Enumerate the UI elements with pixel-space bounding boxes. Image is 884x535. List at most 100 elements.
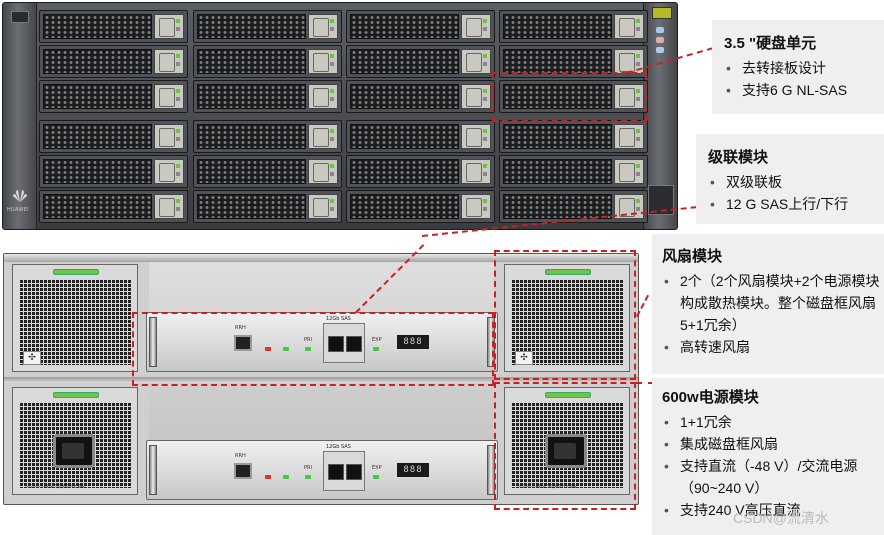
drive-handle[interactable] (461, 49, 491, 74)
drive-handle[interactable] (154, 84, 184, 109)
drive-activity-led (636, 199, 640, 203)
alarm-indicator-icon (265, 347, 271, 351)
drive-fault-led (636, 207, 640, 211)
drive-activity-led (176, 199, 180, 203)
drive-handle[interactable] (308, 49, 338, 74)
pri-label: PRI (304, 465, 312, 471)
drive-handle[interactable] (154, 159, 184, 184)
fan-pull-tab (53, 269, 99, 275)
drive-activity-led (176, 54, 180, 58)
drive-bay[interactable] (39, 45, 188, 78)
drive-mesh (43, 159, 152, 184)
callout-title: 风扇模块 (662, 248, 723, 265)
drive-handle[interactable] (308, 14, 338, 39)
callout-item: 1+1冗余 (662, 411, 880, 433)
drive-bay[interactable] (39, 120, 188, 153)
power-socket-icon (545, 434, 587, 468)
drive-bay[interactable] (39, 155, 188, 188)
drive-activity-led (636, 54, 640, 58)
drive-activity-led (330, 199, 334, 203)
drive-bay[interactable] (346, 155, 495, 188)
drive-bay[interactable] (193, 190, 342, 223)
drive-bay[interactable] (193, 155, 342, 188)
drive-bay[interactable] (499, 10, 648, 43)
drive-handle[interactable] (614, 159, 644, 184)
drive-fault-led (636, 172, 640, 176)
drive-mesh (43, 194, 152, 219)
drive-handle[interactable] (461, 84, 491, 109)
drive-handle[interactable] (154, 194, 184, 219)
drive-bay[interactable] (39, 10, 188, 43)
psu-module-left: ~100-240V 50/60Hz 6A (12, 387, 138, 495)
drive-activity-led (176, 129, 180, 133)
status-led (656, 27, 664, 33)
drive-activity-led (483, 129, 487, 133)
drive-bay[interactable] (499, 190, 648, 223)
drive-handle[interactable] (308, 124, 338, 149)
sas-port-icon (328, 464, 344, 480)
drive-bay[interactable] (499, 120, 648, 153)
drive-mesh (503, 84, 612, 109)
drive-mesh (43, 124, 152, 149)
drive-handle[interactable] (461, 194, 491, 219)
highlight-fan-module (494, 250, 636, 380)
callout-fan-module: 风扇模块 2个（2个风扇模块+2个电源模块构成散热模块。整个磁盘框风扇5+1冗余… (662, 245, 880, 358)
drive-fault-led (483, 172, 487, 176)
drive-fault-led (176, 172, 180, 176)
drive-mesh (197, 49, 306, 74)
drive-bay[interactable] (346, 10, 495, 43)
drive-bay[interactable] (499, 80, 648, 113)
drive-handle[interactable] (154, 14, 184, 39)
drive-mesh (197, 14, 306, 39)
fan-grill (19, 279, 131, 365)
drive-handle[interactable] (154, 49, 184, 74)
drive-handle[interactable] (461, 159, 491, 184)
drive-bay[interactable] (39, 190, 188, 223)
drive-fault-led (176, 207, 180, 211)
mgmt-port-label: RRH (235, 453, 246, 459)
fan-module-right: ✣ (504, 264, 630, 372)
drive-handle[interactable] (614, 124, 644, 149)
callout-cascade-module: 级联模块 双级联板 12 G SAS上行/下行 (708, 146, 884, 215)
sas-port-group (323, 323, 365, 363)
drive-bay[interactable] (499, 155, 648, 188)
drive-mesh (503, 159, 612, 184)
drive-handle[interactable] (308, 194, 338, 219)
drive-fault-led (636, 137, 640, 141)
drive-bay[interactable] (193, 120, 342, 153)
locate-led (656, 47, 664, 53)
drive-activity-led (636, 164, 640, 168)
drive-handle[interactable] (308, 159, 338, 184)
drive-activity-led (330, 54, 334, 58)
drive-handle[interactable] (308, 84, 338, 109)
sas-port-icon (346, 464, 362, 480)
drive-bay[interactable] (346, 45, 495, 78)
drive-activity-led (483, 199, 487, 203)
drive-handle[interactable] (614, 84, 644, 109)
drive-fault-led (330, 97, 334, 101)
drive-bay[interactable] (346, 80, 495, 113)
callout-item: 12 G SAS上行/下行 (708, 193, 884, 215)
drive-handle[interactable] (461, 14, 491, 39)
drive-bay[interactable] (193, 45, 342, 78)
drive-handle[interactable] (614, 14, 644, 39)
drive-handle[interactable] (614, 194, 644, 219)
sas-port-label: 12Gb SAS (326, 316, 351, 322)
drive-mesh (503, 49, 612, 74)
leader-psu-module (636, 382, 654, 384)
drive-bay[interactable] (193, 10, 342, 43)
drive-bay[interactable] (193, 80, 342, 113)
fan-icon: ✣ (23, 351, 41, 365)
drive-mesh (197, 159, 306, 184)
alarm-led (656, 37, 664, 43)
drive-bay[interactable] (346, 190, 495, 223)
psu-pull-tab (53, 392, 99, 398)
drive-handle[interactable] (154, 124, 184, 149)
drive-handle[interactable] (461, 124, 491, 149)
drive-activity-led (176, 19, 180, 23)
exp-port-label: EXP (372, 465, 382, 471)
drive-activity-led (483, 89, 487, 93)
drive-bay[interactable] (346, 120, 495, 153)
drive-bay[interactable] (39, 80, 188, 113)
pri-label: PRI (304, 337, 312, 343)
